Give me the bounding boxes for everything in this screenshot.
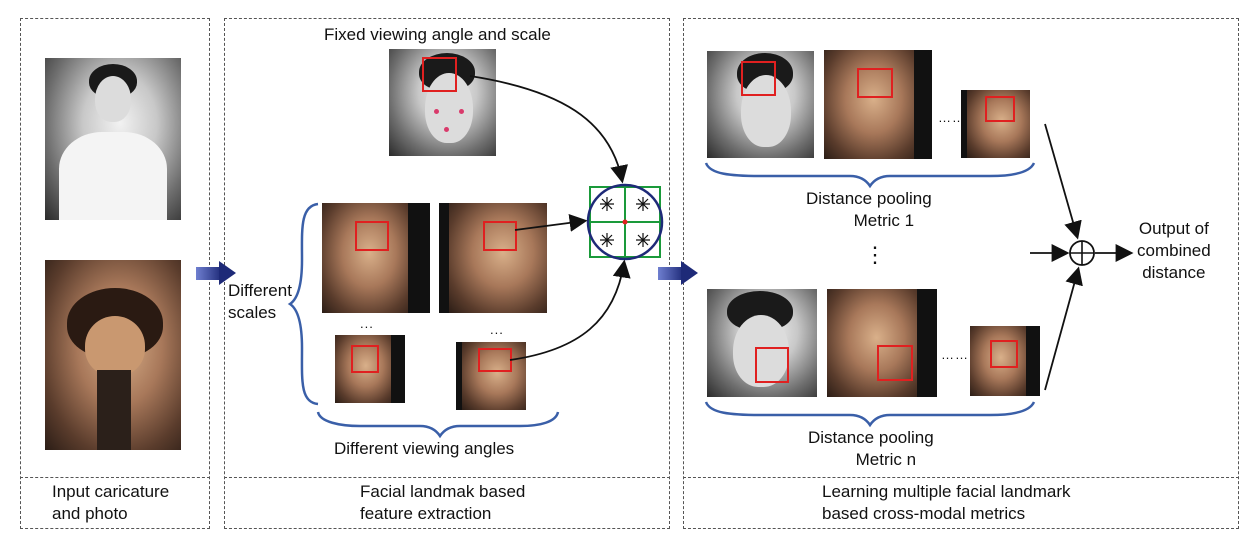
output-label: Output of combined distance: [1137, 218, 1211, 284]
extraction-caption-line1: Facial landmak based: [360, 482, 526, 501]
metric1-photo-2-box: [857, 68, 893, 98]
landmark-dot: [434, 109, 439, 114]
angle-photo-2: [456, 342, 526, 410]
metric1-photo-1: [707, 51, 814, 158]
input-panel-divider: [20, 477, 210, 478]
metrics-panel-divider: [683, 477, 1239, 478]
extraction-panel-divider: [224, 477, 670, 478]
extraction-caption-line2: feature extraction: [360, 504, 492, 523]
scale-photo-2: [439, 203, 547, 313]
scale-photo-1-face: [322, 203, 408, 313]
metricn-photo-1-face: [733, 315, 789, 387]
pool1-line1: Distance pooling: [806, 189, 932, 208]
caricature-face: [85, 316, 145, 376]
metricn-ellipsis: ……: [941, 347, 969, 362]
scales-ellipsis-b: ...: [490, 322, 504, 337]
input-caption: Input caricature and photo: [52, 481, 169, 525]
vertical-ellipsis: ⋮: [864, 242, 886, 267]
landmark-dot: [459, 109, 464, 114]
fixed-photo: [389, 49, 496, 156]
landmark-dot: [444, 127, 449, 132]
scales-label: Different scales: [228, 280, 292, 324]
metricn-photo-2-box: [877, 345, 913, 381]
pooln-line1: Distance pooling: [808, 428, 934, 447]
metrics-caption-line1: Learning multiple facial landmark: [822, 482, 1071, 501]
scale-photo-1: [322, 203, 430, 313]
scales-ellipsis-a: ...: [360, 316, 374, 331]
pooln-line2: Metric n: [855, 450, 917, 469]
pooln-label: Distance pooling Metric n: [808, 427, 934, 471]
angles-label: Different viewing angles: [334, 439, 515, 458]
pool1-line2: Metric 1: [853, 211, 915, 230]
input-caricature: [45, 260, 181, 450]
scale-photo-2-face: [449, 203, 547, 313]
metric1-photo-2: [824, 50, 932, 159]
angle-photo-1-box: [351, 345, 379, 373]
angle-photo-1: [335, 335, 405, 403]
output-line3: distance: [1142, 263, 1206, 282]
scales-label-line2: scales: [228, 303, 277, 322]
metricn-photo-2: [827, 289, 937, 397]
metric1-ellipsis: ……: [938, 110, 966, 125]
extraction-caption: Facial landmak based feature extraction: [360, 481, 525, 525]
metric1-photo-3-box: [985, 96, 1015, 122]
pool1-label: Distance pooling Metric 1: [806, 188, 932, 232]
metricn-photo-3: [970, 326, 1040, 396]
input-caption-line1: Input caricature: [52, 482, 170, 501]
fixed-photo-box: [422, 57, 457, 92]
metrics-caption: Learning multiple facial landmark based …: [822, 481, 1071, 525]
metric1-photo-1-face: [741, 75, 791, 147]
metric1-photo-3: [961, 90, 1030, 158]
scale-photo-2-box: [483, 221, 517, 251]
caricature-neck: [97, 370, 131, 450]
metric1-photo-3-face: [967, 90, 1030, 158]
input-photo: [45, 58, 181, 220]
metrics-caption-line2: based cross-modal metrics: [822, 504, 1026, 523]
scale-photo-1-box: [355, 221, 389, 251]
fixed-photo-face: [425, 73, 473, 143]
photo-face: [95, 76, 131, 122]
metric1-photo-1-box: [741, 61, 776, 96]
output-line2: combined: [1137, 241, 1211, 260]
input-caption-line2: and photo: [52, 504, 128, 523]
metricn-photo-3-box: [990, 340, 1018, 368]
scales-label-line1: Different: [228, 281, 292, 300]
metric1-photo-2-face: [824, 50, 914, 159]
metricn-photo-1: [707, 289, 817, 397]
metricn-photo-1-box: [755, 347, 789, 383]
angle-photo-2-box: [478, 348, 512, 372]
photo-body: [59, 132, 167, 220]
fixed-angle-label: Fixed viewing angle and scale: [324, 25, 551, 44]
output-line1: Output of: [1138, 219, 1209, 238]
